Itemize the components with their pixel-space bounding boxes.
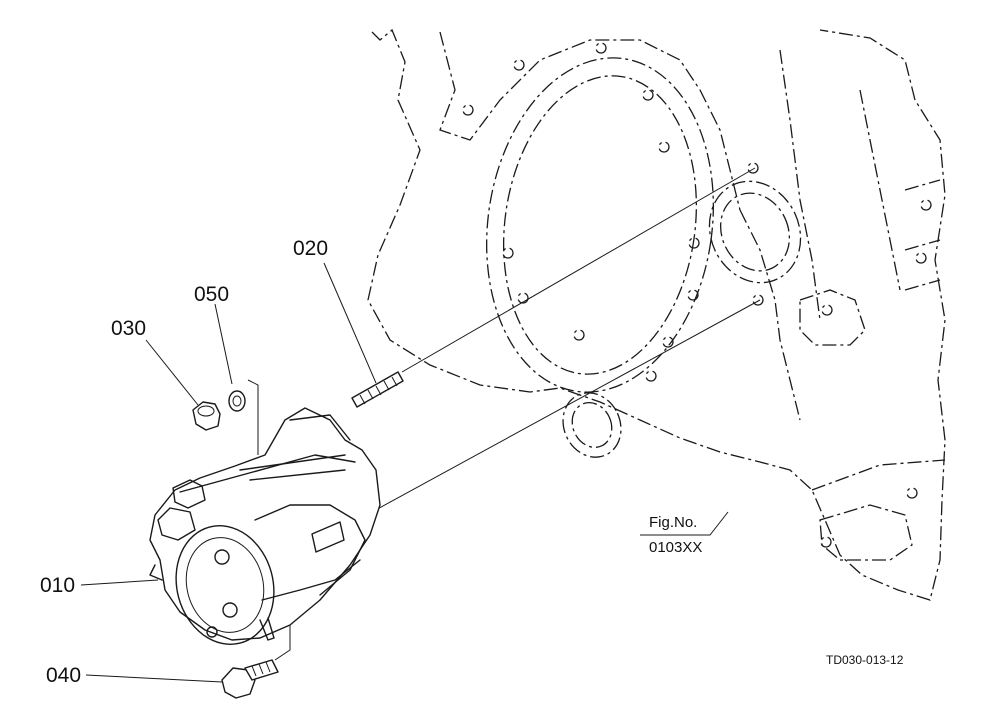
starter-motor <box>149 407 381 645</box>
flywheel-housing <box>367 28 946 601</box>
figure-reference: Fig.No. 0103XX <box>649 514 702 556</box>
part-label-020: 020 <box>293 237 328 260</box>
part-labels: 020 050 030 010 040 <box>40 237 328 687</box>
stud-bolt <box>351 371 404 408</box>
lower-bore <box>562 392 622 458</box>
part-label-030: 030 <box>111 317 146 340</box>
figure-ref-line1: Fig.No. <box>649 514 697 531</box>
housing-bolt-holes <box>462 42 932 548</box>
part-label-050: 050 <box>194 283 229 306</box>
part-label-010: 010 <box>40 574 75 597</box>
leader-lines <box>80 262 729 683</box>
part-label-040: 040 <box>46 664 81 687</box>
spring-washer <box>228 390 246 412</box>
assembly-guide-lines <box>247 167 761 661</box>
hex-nut <box>192 401 221 431</box>
mounting-bolt <box>221 659 279 699</box>
drawing-code: TD030-013-12 <box>826 653 904 667</box>
figure-ref-line2: 0103XX <box>649 539 702 556</box>
starter-mounting-bore <box>708 180 802 284</box>
